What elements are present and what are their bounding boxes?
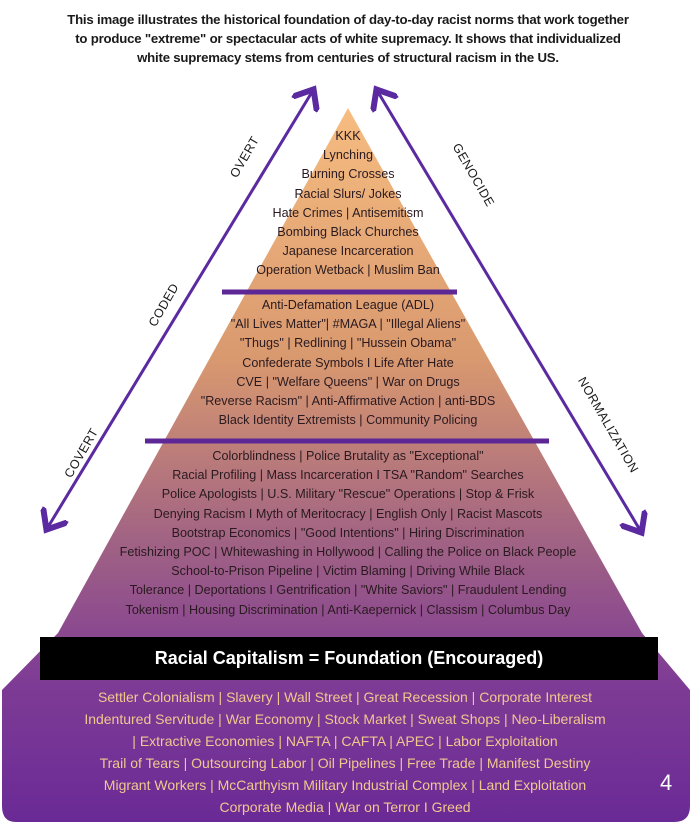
tier-item: Colorblindness | Police Brutality as "Ex…	[212, 449, 484, 463]
tier-item: Bootstrap Economics | "Good Intentions" …	[171, 525, 525, 540]
tier-item: Tolerance | Deportations I Gentrificatio…	[129, 583, 567, 598]
foundation-banner: Racial Capitalism = Foundation (Encourag…	[40, 637, 658, 680]
caption: This image illustrates the historical fo…	[0, 10, 696, 67]
foundation-item: Settler Colonialism | Slavery | Wall Str…	[97, 689, 593, 705]
tier-item: Racial Slurs/ Jokes	[294, 186, 402, 201]
tier-item: Bombing Black Churches	[277, 225, 419, 240]
tier-item: Tokenism | Housing Discrimination | Anti…	[125, 602, 571, 617]
tier-item: Racial Profiling | Mass Incarceration I …	[172, 468, 524, 483]
caption-line: to produce "extreme" or spectacular acts…	[75, 31, 621, 46]
tier-item: Confederate Symbols I Life After Hate	[242, 355, 454, 370]
foundation-list: Settler Colonialism | Slavery | Wall Str…	[0, 686, 690, 818]
tier-coded: Anti-Defamation League (ADL) "All Lives M…	[0, 296, 696, 430]
tier-item: "Thugs" | Redlining | "Hussein Obama"	[239, 336, 457, 351]
tier-covert: Colorblindness | Police Brutality as "Ex…	[0, 447, 696, 620]
tier-item: Fetishizing POC | Whitewashing in Hollyw…	[119, 545, 577, 560]
tier-item: "Reverse Racism" | Anti-Affirmative Acti…	[200, 394, 496, 409]
tier-item: Police Apologists | U.S. Military "Rescu…	[161, 487, 535, 502]
tier-item: Operation Wetback | Muslim Ban	[256, 263, 440, 278]
foundation-item: Indentured Servitude | War Economy | Sto…	[84, 711, 606, 727]
page-number: 4	[660, 770, 673, 795]
tier-item: Anti-Defamation League (ADL)	[261, 298, 435, 312]
left-arrow	[48, 92, 312, 527]
caption-line: white supremacy stems from centuries of …	[137, 50, 559, 65]
right-arrow	[378, 92, 640, 530]
tier-item: Lynching	[323, 148, 373, 163]
tier-item: School-to-Prison Pipeline | Victim Blami…	[171, 564, 525, 579]
tier-item: Burning Crosses	[301, 167, 395, 182]
caption-line: This image illustrates the historical fo…	[67, 12, 629, 27]
tier-item: "All Lives Matter"| #MAGA | "Illegal Ali…	[230, 317, 466, 332]
foundation-item: Corporate Media | War on Terror I Greed	[219, 799, 471, 815]
foundation-item: Trail of Tears | Outsourcing Labor | Oil…	[99, 755, 591, 771]
tier-item: Black Identity Extremists | Community Po…	[218, 413, 478, 428]
tier-item: KKK	[335, 129, 361, 143]
tier-item: Japanese Incarceration	[282, 244, 414, 259]
tier-item: Denying Racism I Myth of Meritocracy | E…	[153, 506, 543, 521]
tier-item: Hate Crimes | Antisemitism	[272, 205, 424, 220]
foundation-item: Migrant Workers | McCarthyism Military I…	[103, 777, 587, 793]
foundation-item: | Extractive Economies | NAFTA | CAFTA |…	[132, 733, 558, 749]
tier-item: CVE | "Welfare Queens" | War on Drugs	[236, 374, 460, 389]
